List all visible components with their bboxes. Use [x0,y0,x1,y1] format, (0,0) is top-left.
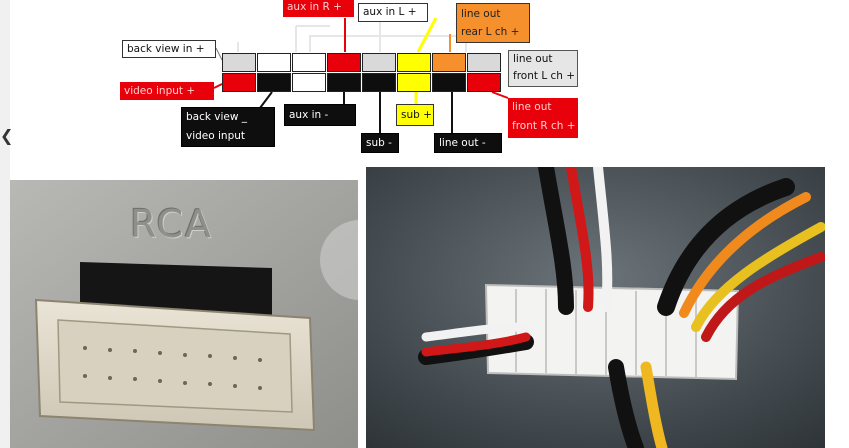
label-sub-plus: sub + [396,104,434,126]
label-back-view-video-input: back view _ video input [181,107,275,147]
label-back-view-video-line1: back view _ [186,111,248,123]
pin-bottom-8 [467,73,501,92]
pin-top-3 [292,53,326,72]
label-line-out-front-l: line out front L ch + [508,50,578,87]
label-back-view-video-line2: video input [186,130,246,142]
label-aux-in-l: aux in L + [358,3,428,22]
wire-harness-photo [366,167,825,448]
label-line-out-front-r: line out front R ch + [508,98,578,138]
pin-bottom-2 [257,73,291,92]
label-sub-minus: sub - [361,133,399,153]
chevron-left-icon[interactable]: ❮ [0,126,14,145]
label-line-out-front-r-line1: line out [512,101,552,113]
pin-bottom-6 [397,73,431,92]
pin-bottom-5 [362,73,396,92]
pinout-lines [213,17,509,136]
pin-top-7 [432,53,466,72]
pin-bottom-4 [327,73,361,92]
rca-embossed-text: RCA [130,202,214,246]
label-line-out-front-r-line2: front R ch + [512,120,576,132]
label-video-input: video input + [120,82,214,100]
label-line-out-front-l-line2: front L ch + [513,70,576,82]
side-strip: ❮ [0,0,14,448]
label-aux-in-r: aux in R + [283,0,354,17]
pin-top-1 [222,53,256,72]
pin-bottom-3 [292,73,326,92]
pin-top-4 [327,53,361,72]
label-line-out-rear-l-line2: rear L ch + [461,26,520,38]
label-line-out-front-l-line1: line out [513,53,553,65]
rca-socket-photo: RCA [10,180,358,448]
label-back-view-in: back view in + [122,40,216,58]
label-line-out-minus: line out - [434,133,502,153]
pin-top-8 [467,53,501,72]
label-aux-in-minus: aux in - [284,104,356,126]
pin-top-5 [362,53,396,72]
pin-top-6 [397,53,431,72]
pin-bottom-1 [222,73,256,92]
rca-socket-illustration [10,180,358,448]
label-line-out-rear-l-line1: line out [461,8,501,20]
label-line-out-rear-l: line out rear L ch + [456,3,530,43]
pin-top-2 [257,53,291,72]
pin-bottom-7 [432,73,466,92]
wire-harness-illustration [366,167,825,448]
